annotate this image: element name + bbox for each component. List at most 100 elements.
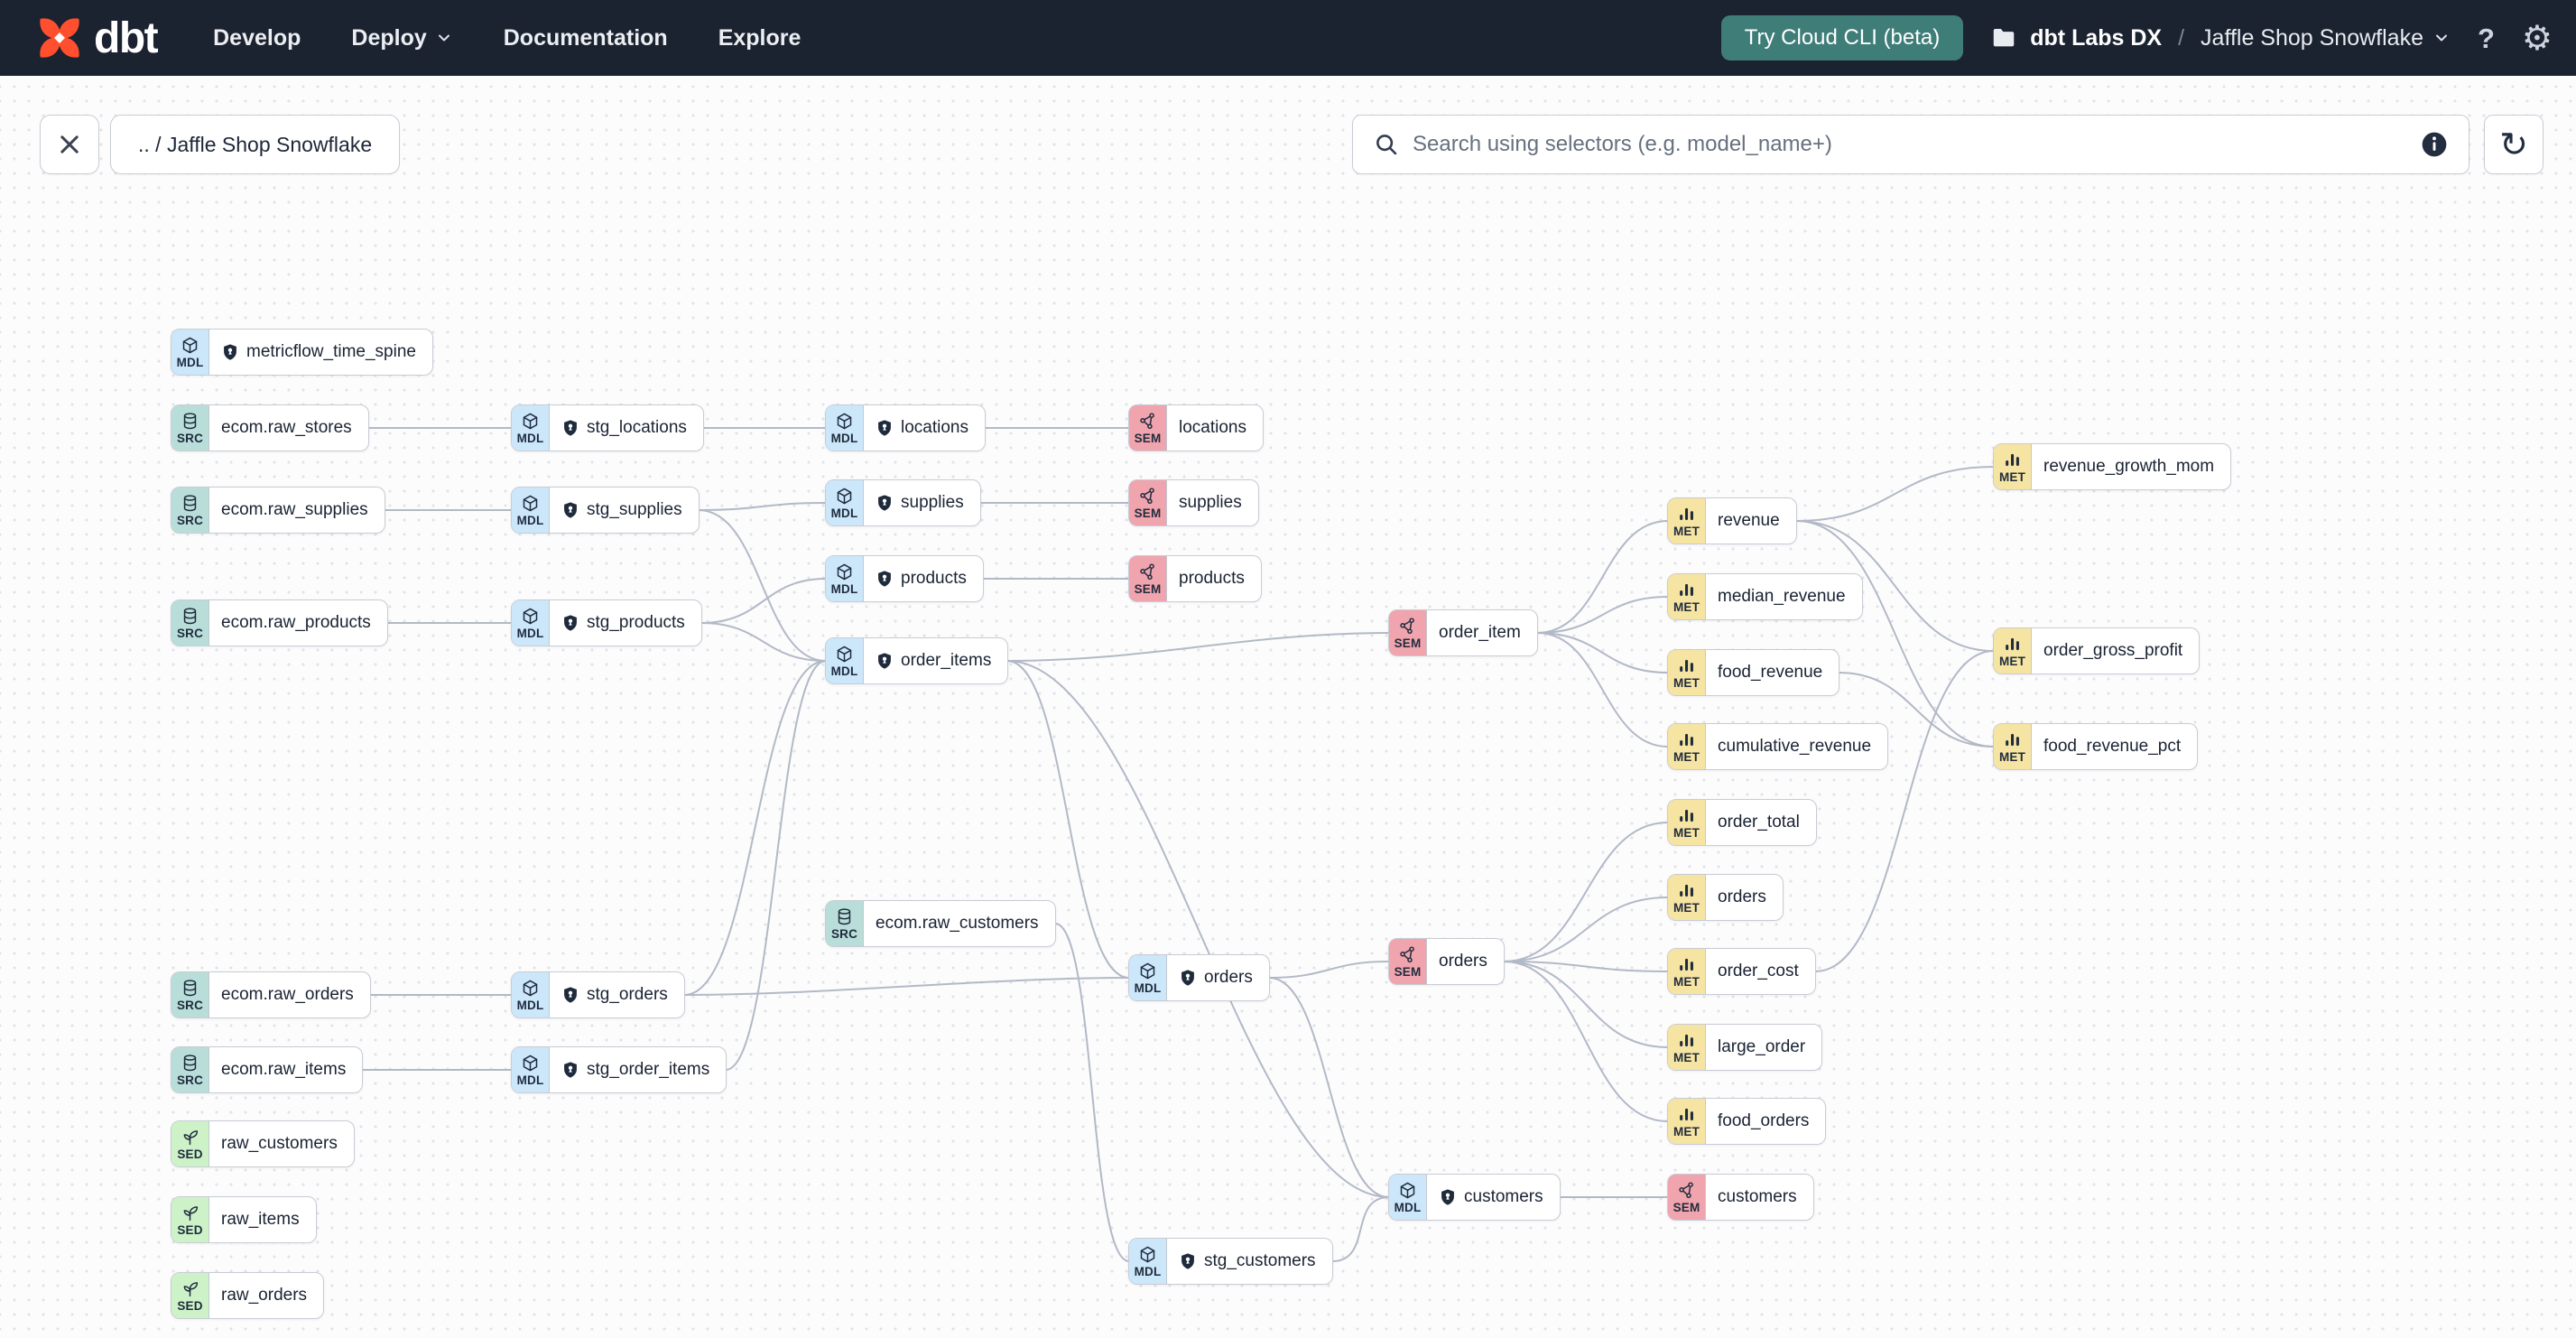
node-body: products	[864, 556, 983, 601]
graph-node-src_items[interactable]: SRC ecom.raw_items	[171, 1046, 364, 1093]
share-network-type-badge: SEM	[1389, 610, 1427, 655]
node-body: food_revenue_pct	[2032, 724, 2197, 769]
close-lineage-button[interactable]	[40, 115, 99, 174]
share-network-icon	[1398, 617, 1417, 636]
try-cloud-cli-button[interactable]: Try Cloud CLI (beta)	[1720, 15, 1964, 60]
refresh-button[interactable]: ↻	[2484, 115, 2544, 174]
node-body: locations	[864, 405, 985, 451]
settings-gear-icon[interactable]: ⚙	[2521, 18, 2553, 58]
seedling-icon	[181, 1203, 199, 1222]
path-separator: /	[2178, 24, 2185, 51]
node-body: raw_items	[209, 1197, 316, 1242]
cube-type-badge: MDL	[826, 480, 864, 525]
bar-chart-type-badge: MET	[1668, 650, 1706, 695]
graph-node-locations[interactable]: MDL locations	[825, 404, 986, 451]
node-type-label: MDL	[830, 431, 858, 445]
node-type-label: MDL	[516, 1073, 544, 1087]
graph-node-src_stores[interactable]: SRC ecom.raw_stores	[171, 404, 369, 451]
node-label: metricflow_time_spine	[246, 342, 416, 361]
node-body: food_revenue	[1706, 650, 1839, 695]
shield-icon	[221, 343, 239, 361]
menu-item-develop[interactable]: Develop	[213, 24, 301, 51]
node-type-label: SRC	[176, 513, 204, 527]
shield-icon	[876, 494, 894, 512]
info-icon[interactable]	[2420, 130, 2449, 159]
help-button[interactable]: ?	[2477, 22, 2495, 54]
menu-item-deploy[interactable]: Deploy	[351, 25, 452, 51]
menu-item-explore[interactable]: Explore	[718, 24, 802, 51]
breadcrumb[interactable]: .. / Jaffle Shop Snowflake	[110, 115, 401, 174]
node-label: revenue_growth_mom	[2043, 457, 2215, 476]
shield-icon	[876, 419, 894, 437]
node-body: ecom.raw_products	[209, 600, 387, 646]
node-label: ecom.raw_stores	[221, 418, 352, 437]
search-input[interactable]	[1413, 132, 2407, 157]
graph-node-met_rgm[interactable]: MET revenue_growth_mom	[1993, 443, 2232, 490]
menu-item-documentation[interactable]: Documentation	[503, 24, 668, 51]
database-type-badge: SRC	[826, 901, 864, 946]
node-type-label: SRC	[176, 1073, 204, 1087]
database-type-badge: SRC	[171, 405, 209, 451]
node-label: products	[1179, 569, 1245, 588]
share-network-type-badge: SEM	[1668, 1175, 1706, 1220]
cube-icon	[835, 487, 854, 506]
bar-chart-type-badge: MET	[1668, 800, 1706, 845]
node-type-label: MDL	[1134, 980, 1162, 995]
bar-chart-type-badge: MET	[1994, 444, 2032, 489]
account-name[interactable]: dbt Labs DX	[2030, 24, 2163, 51]
node-type-label: MDL	[516, 431, 544, 445]
dbt-logo[interactable]: dbt	[36, 14, 159, 63]
node-body: ecom.raw_customers	[864, 901, 1055, 946]
node-label: ecom.raw_items	[221, 1060, 347, 1079]
database-type-badge: SRC	[171, 600, 209, 646]
cube-icon	[521, 1054, 540, 1073]
navbar-right: Try Cloud CLI (beta) dbt Labs DX / Jaffl…	[1720, 15, 2553, 60]
node-body: locations	[1167, 405, 1263, 451]
node-type-label: SEM	[1673, 1200, 1700, 1214]
node-type-label: MDL	[516, 626, 544, 640]
project-selector[interactable]: Jaffle Shop Snowflake	[2201, 25, 2451, 51]
node-label: order_items	[901, 651, 992, 670]
node-body: orders	[1427, 939, 1504, 984]
node-type-label: MET	[1673, 599, 1700, 614]
node-body: ecom.raw_stores	[209, 405, 368, 451]
